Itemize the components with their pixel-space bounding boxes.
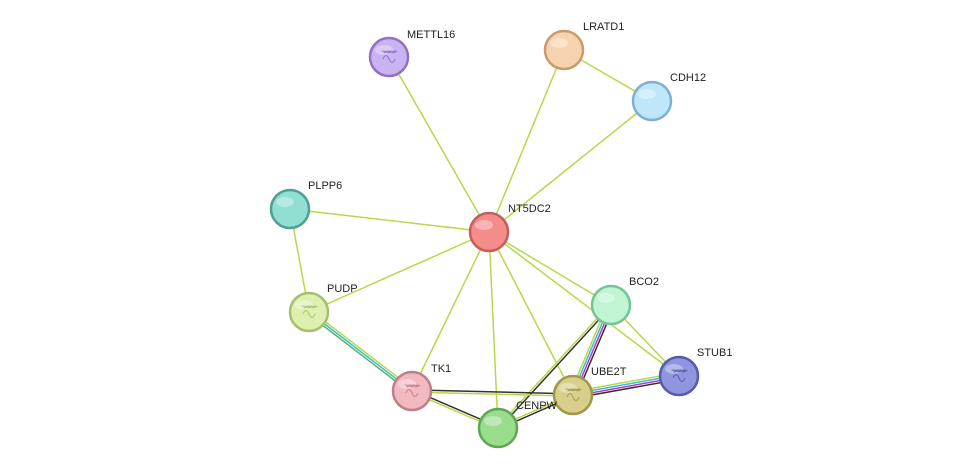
edge-nt5dc2-stub1[interactable] [488,231,680,377]
node-tk1[interactable]: TK1 [391,363,451,412]
node-label: BCO2 [629,276,659,288]
node-highlight [597,293,615,303]
edge-nt5dc2-plpp6[interactable] [289,208,490,233]
edge-evidence-line [488,231,574,396]
edge-nt5dc2-cdh12[interactable] [488,100,653,233]
node-highlight [484,416,502,426]
node-circle [391,370,433,412]
edge-pudp-tk1[interactable] [307,309,414,394]
node-cdh12[interactable]: CDH12 [631,72,706,122]
node-circle [368,36,410,78]
node-circle [552,374,594,416]
edge-nt5dc2-lratd1[interactable] [488,49,565,233]
node-mettl16[interactable]: METTL16 [368,29,455,78]
edge-evidence-line [411,231,490,392]
edge-bco2-cenpw[interactable] [496,303,613,430]
node-label: LRATD1 [583,21,624,33]
node-highlight [276,197,294,207]
protein-structure-icon [301,305,318,319]
node-highlight [638,89,656,99]
edge-nt5dc2-bco2[interactable] [488,231,612,306]
node-label: PUDP [327,283,358,295]
edge-evidence-line [309,309,414,390]
node-circle [543,29,585,71]
edge-nt5dc2-tk1[interactable] [411,231,490,392]
edge-evidence-line [488,231,612,306]
edge-evidence-line [488,231,680,377]
protein-structure-icon [565,388,582,402]
node-pudp[interactable]: PUDP [288,283,358,333]
edge-evidence-line [496,303,611,428]
node-label: CENPW [516,400,558,412]
protein-structure-icon [381,50,398,64]
edge-evidence-line [498,305,613,430]
edge-evidence-line [307,313,412,394]
edge-evidence-line [412,389,574,395]
node-circle [658,355,700,397]
edge-nt5dc2-ube2t[interactable] [488,231,574,396]
node-circle [288,291,330,333]
edge-evidence-line [411,391,573,397]
edge-evidence-line [289,208,490,233]
node-label: METTL16 [407,29,455,41]
node-plpp6[interactable]: PLPP6 [269,180,342,230]
node-circle [590,284,632,326]
node-cenpw[interactable]: CENPW [477,400,558,449]
edge-evidence-line [488,231,499,429]
node-circle [631,80,673,122]
edge-nt5dc2-cenpw[interactable] [488,231,499,429]
node-label: STUB1 [697,347,732,359]
edge-evidence-line [488,100,653,233]
edge-tk1-ube2t[interactable] [411,389,574,397]
node-label: CDH12 [670,72,706,84]
node-circle [468,211,510,253]
node-highlight [550,38,568,48]
node-circle [269,188,311,230]
node-bco2[interactable]: BCO2 [590,276,659,326]
edge-nt5dc2-mettl16[interactable] [388,56,490,233]
protein-structure-icon [404,384,421,398]
node-label: TK1 [431,363,451,375]
node-nt5dc2[interactable]: NT5DC2 [468,203,551,253]
node-lratd1[interactable]: LRATD1 [543,21,624,71]
node-circle [477,407,519,449]
node-label: UBE2T [591,366,627,378]
edge-evidence-line [388,56,490,233]
node-label: PLPP6 [308,180,342,192]
node-stub1[interactable]: STUB1 [658,347,732,397]
node-label: NT5DC2 [508,203,551,215]
edge-nt5dc2-pudp[interactable] [308,231,490,313]
node-highlight [475,220,493,230]
node-ube2t[interactable]: UBE2T [552,366,627,416]
protein-structure-icon [671,369,688,383]
edge-evidence-line [308,231,490,313]
edge-evidence-line [308,311,413,392]
edge-evidence-line [488,49,565,233]
